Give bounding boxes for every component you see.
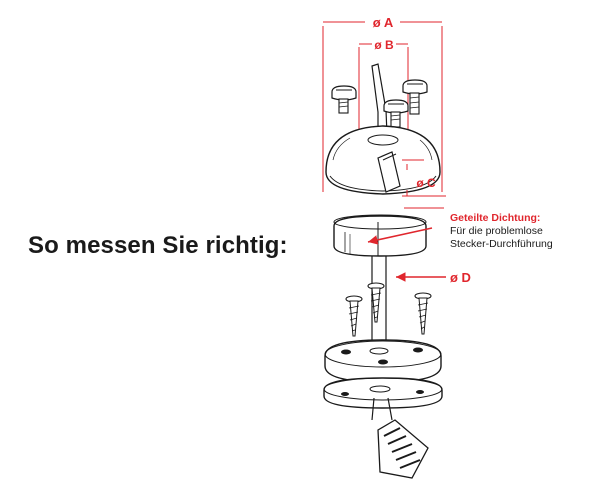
page-heading: So messen Sie richtig: xyxy=(28,232,288,259)
dimension-b-label: ø B xyxy=(374,38,394,52)
dimension-d: ø D xyxy=(396,270,471,285)
note-line-1: Für die problemlose xyxy=(450,225,543,237)
dimension-a-label: ø A xyxy=(373,15,394,30)
dome-cover xyxy=(325,125,441,195)
split-seal xyxy=(333,214,427,257)
wood-screw-left xyxy=(345,295,363,337)
base-flange xyxy=(324,339,442,383)
dimension-d-label: ø D xyxy=(450,270,471,285)
gasket-ring xyxy=(323,377,443,409)
wood-screw-right xyxy=(414,292,432,335)
dimension-a: ø A xyxy=(322,15,443,192)
dimension-b: ø B xyxy=(358,38,409,148)
screw-middle xyxy=(383,99,409,128)
screw-right xyxy=(402,79,428,115)
dimension-c-label: ø C xyxy=(416,176,436,190)
wood-screw-middle xyxy=(367,282,385,323)
cable-plug xyxy=(371,397,429,479)
split-seal-note: Geteilte Dichtung: Für die problemlose S… xyxy=(450,212,553,250)
note-title: Geteilte Dichtung: xyxy=(450,212,540,224)
screw-left xyxy=(331,85,357,114)
note-line-2: Stecker-Durchführung xyxy=(450,238,553,250)
dimension-c: ø C xyxy=(402,159,446,209)
